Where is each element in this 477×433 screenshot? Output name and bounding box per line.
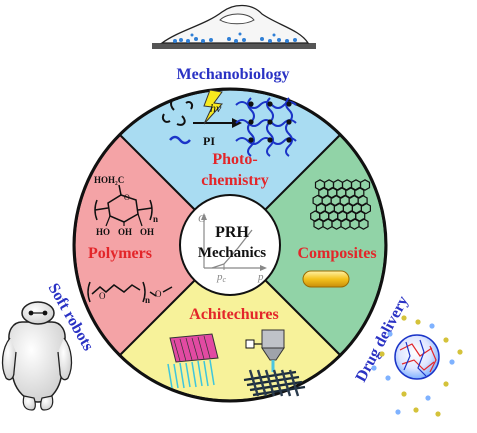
composites-label: Composites <box>297 245 376 262</box>
graphene-lattice-icon <box>310 179 371 230</box>
lattice-strand <box>248 369 260 397</box>
crosslink-dots <box>248 101 292 143</box>
graphene-hexagon <box>360 202 371 215</box>
lattice-strand <box>256 369 268 397</box>
photochemistry-label-line2: chemistry <box>201 172 269 189</box>
drug-dot <box>385 375 391 381</box>
outer-ring <box>72 87 388 403</box>
monomer-wave-icon <box>169 135 191 145</box>
pi-label: PI <box>203 134 215 148</box>
drug-dot <box>415 319 421 325</box>
hv-label: hv <box>210 101 222 115</box>
released-drug-dots <box>371 315 463 417</box>
peg-chain <box>91 284 141 295</box>
photochemistry-label-line1: Photo- <box>212 151 257 168</box>
oh-right-label: OH <box>140 227 154 237</box>
monomer-swirl-icon <box>161 97 194 126</box>
drug-dot <box>371 365 377 371</box>
ring-oxygen-label: O <box>124 193 130 202</box>
drug-dot <box>435 411 441 417</box>
gold-nanorod-icon <box>302 270 350 288</box>
drug-dot <box>379 351 385 357</box>
cell-on-substrate <box>152 4 316 49</box>
drug-dot <box>457 349 463 355</box>
drug-dot <box>413 407 419 413</box>
center-p-label: p <box>257 271 264 283</box>
printed-lattice-icon <box>243 369 306 397</box>
mechanobiology-label: Mechanobiology <box>177 66 290 83</box>
drug-dot <box>425 395 431 401</box>
graphene-hexagon <box>355 210 366 223</box>
cell-nucleus <box>219 13 255 25</box>
polymers-label: Polymers <box>88 245 152 262</box>
prh-label: PRH <box>215 224 249 241</box>
peg-oxygen-2: O <box>155 289 162 299</box>
polymer-network-icon <box>235 97 297 157</box>
drug-dot <box>395 409 401 415</box>
lattice-strand <box>272 369 284 397</box>
graphene-hexagon <box>359 179 371 191</box>
drug-dot <box>449 359 455 365</box>
drug-dot <box>387 331 393 337</box>
drug-dot <box>443 381 449 387</box>
repeat-n1-label: n <box>153 214 158 224</box>
drug-dot <box>429 323 435 329</box>
graphene-hexagon <box>357 194 368 207</box>
oh-left-label: HO <box>96 227 110 237</box>
lattice-strand <box>288 369 300 397</box>
patterned-film-icon <box>167 333 219 389</box>
drug-dot <box>401 315 407 321</box>
lattice-strand <box>264 369 276 397</box>
cell-body <box>159 4 310 44</box>
repeat-n2-label: n <box>145 295 150 305</box>
graphene-hexagon <box>358 218 369 230</box>
drug-dot <box>401 391 407 397</box>
hydroxymethyl-label: HOH₂C <box>94 175 124 185</box>
oh-mid-label: OH <box>118 227 132 237</box>
mechanics-label: Mechanics <box>198 245 266 261</box>
drug-carrier-icon <box>371 315 463 417</box>
graphene-hexagon <box>354 186 365 199</box>
drug-dot <box>443 337 449 343</box>
composites-content: Composites <box>297 179 377 288</box>
center-hub: G p pc PRH Mechanics <box>179 194 281 296</box>
lattice-strand <box>280 369 292 397</box>
soft-robot-icon <box>1 301 73 411</box>
nanoparticle-sphere <box>394 334 440 380</box>
substrate-plate <box>152 43 316 49</box>
peg-oxygen-1: O <box>99 291 106 301</box>
modulus-curve <box>211 229 253 269</box>
architectures-label: Achitechures <box>189 306 278 323</box>
polymers-content: HOH₂C O n HO OH OH Polymers O n O <box>87 175 173 305</box>
lattice-strand <box>246 375 300 387</box>
architectures-content: Achitechures <box>167 306 306 397</box>
photochemistry-content: hv PI Photo- chemistry <box>161 89 297 189</box>
printing-nozzle-icon <box>245 329 285 372</box>
center-pc-label: pc <box>216 271 227 284</box>
center-g-label: G <box>198 213 206 225</box>
lightning-icon <box>203 89 224 125</box>
